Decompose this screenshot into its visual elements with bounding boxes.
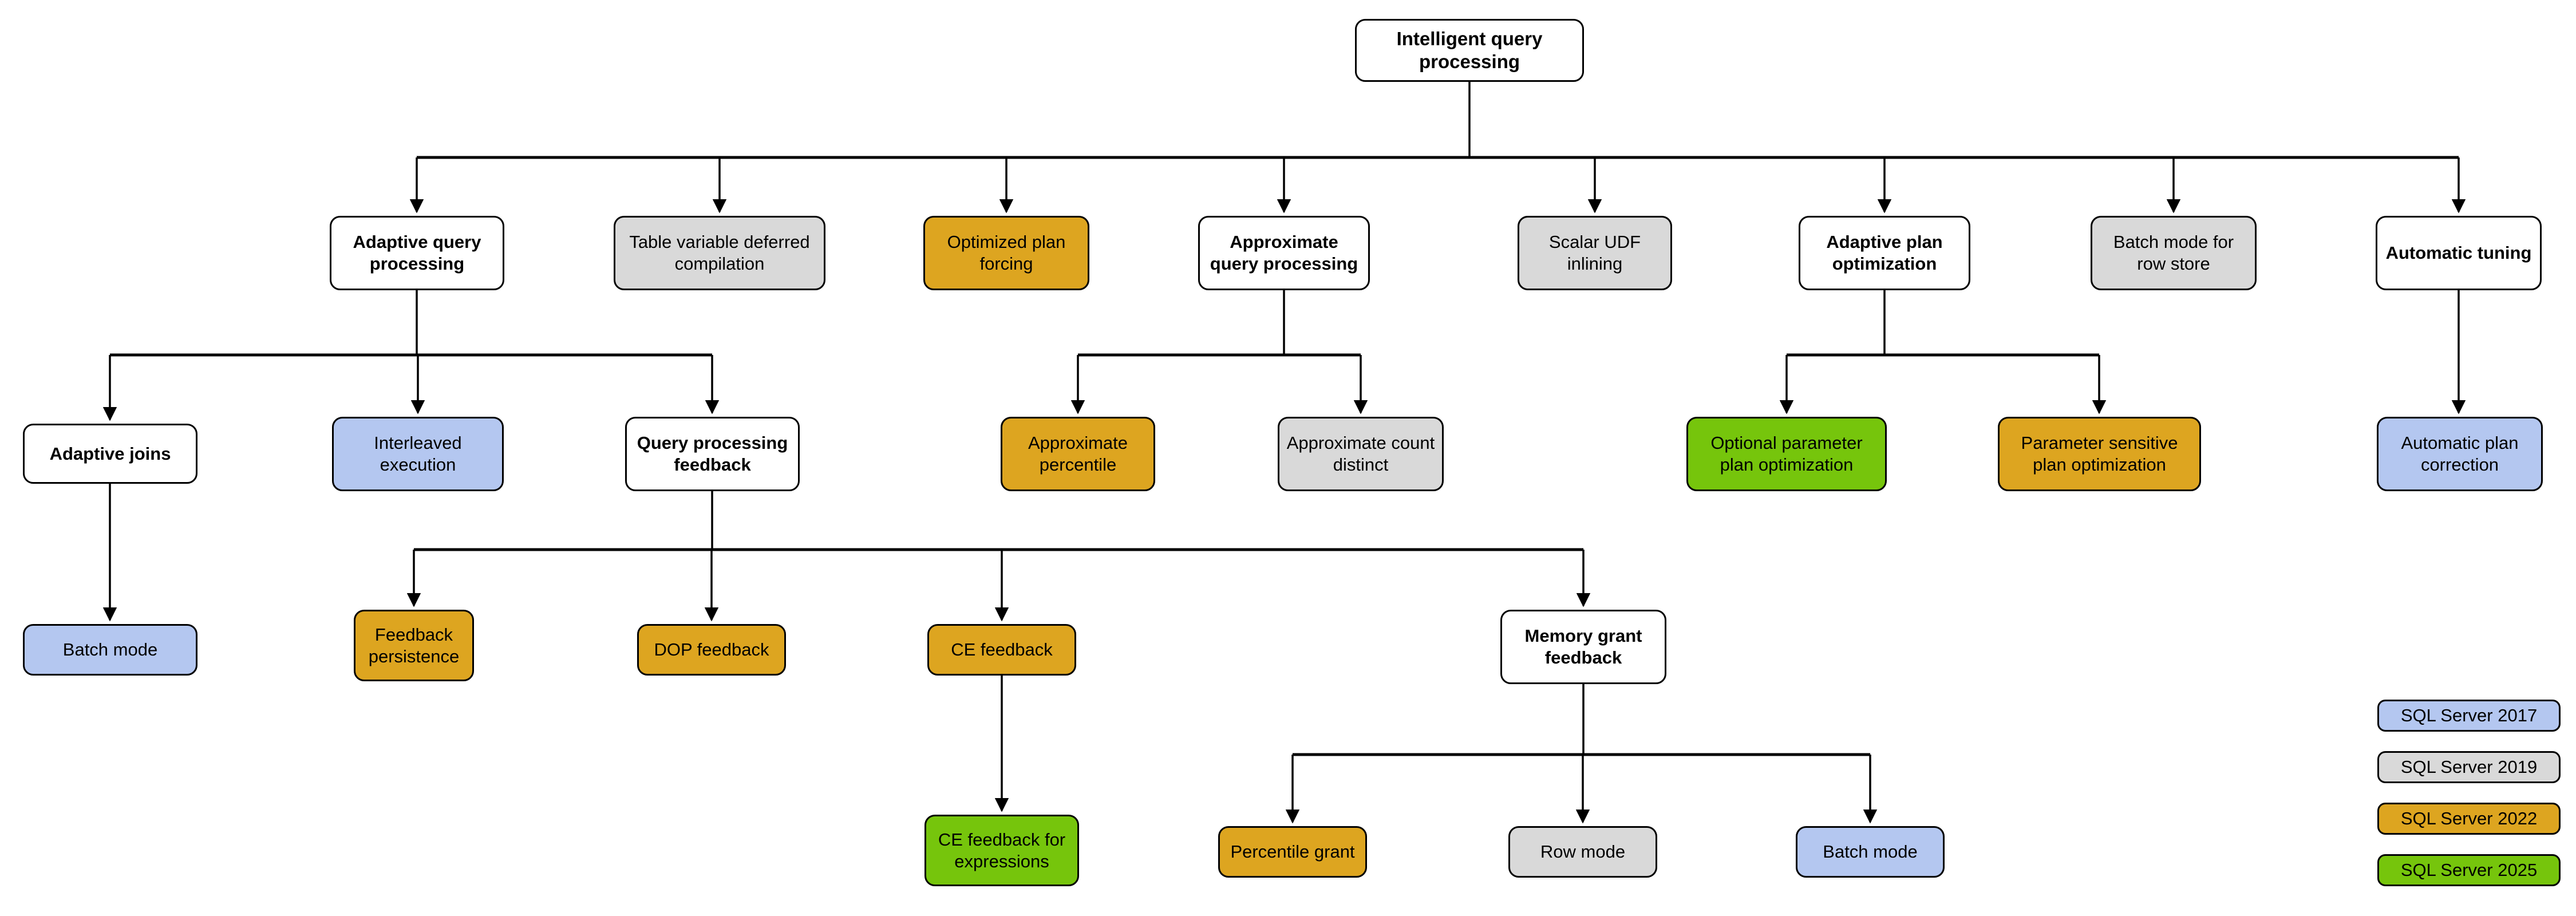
node-pspo[interactable]: Parameter sensitive plan optimization	[1998, 417, 2201, 491]
node-aqp[interactable]: Adaptive query processing	[330, 216, 504, 290]
node-apo[interactable]: Adaptive plan optimization	[1799, 216, 1970, 290]
legend-item-0[interactable]: SQL Server 2017	[2377, 700, 2561, 732]
node-label-apq: Approximate query processing	[1210, 232, 1358, 274]
node-label-fbpersist: Feedback persistence	[368, 624, 460, 666]
node-label-rowmode: Row mode	[1540, 842, 1626, 862]
node-label-sudf: Scalar UDF inlining	[1548, 232, 1641, 274]
node-label-qpf: Query processing feedback	[637, 433, 788, 475]
legend-item-label: SQL Server 2025	[2400, 860, 2538, 880]
node-label-batchmode2: Batch mode	[1823, 842, 1918, 862]
node-rowmode[interactable]: Row mode	[1508, 826, 1657, 878]
node-opf[interactable]: Optimized plan forcing	[923, 216, 1089, 290]
node-label-cefbexpr: CE feedback for expressions	[938, 829, 1066, 871]
node-tvdc[interactable]: Table variable deferred compilation	[614, 216, 825, 290]
node-fbpersist[interactable]: Feedback persistence	[354, 610, 474, 681]
node-batchmode2[interactable]: Batch mode	[1796, 826, 1945, 878]
node-cefbexpr[interactable]: CE feedback for expressions	[924, 815, 1079, 886]
legend-item-1[interactable]: SQL Server 2019	[2377, 751, 2561, 783]
node-apq[interactable]: Approximate query processing	[1198, 216, 1370, 290]
node-apc[interactable]: Automatic plan correction	[2377, 417, 2543, 491]
node-label-apc: Automatic plan correction	[2401, 433, 2519, 475]
node-label-autotune: Automatic tuning	[2385, 243, 2532, 263]
node-approxcd[interactable]: Approximate count distinct	[1278, 417, 1444, 491]
node-qpf[interactable]: Query processing feedback	[625, 417, 800, 491]
legend-item-label: SQL Server 2022	[2400, 808, 2538, 828]
node-label-tvdc: Table variable deferred compilation	[629, 232, 810, 274]
node-label-interleaved: Interleaved execution	[374, 433, 462, 475]
node-label-oppo: Optional parameter plan optimization	[1710, 433, 1863, 475]
node-root[interactable]: Intelligent query processing	[1355, 19, 1584, 82]
node-label-apo: Adaptive plan optimization	[1826, 232, 1943, 274]
node-label-approxcd: Approximate count distinct	[1286, 433, 1435, 475]
node-label-mgf: Memory grant feedback	[1524, 626, 1642, 668]
node-label-opf: Optimized plan forcing	[947, 232, 1066, 274]
node-label-adjoins: Adaptive joins	[49, 443, 171, 464]
node-pctgrant[interactable]: Percentile grant	[1218, 826, 1367, 878]
node-autotune[interactable]: Automatic tuning	[2376, 216, 2542, 290]
node-interleaved[interactable]: Interleaved execution	[332, 417, 504, 491]
node-adjoins[interactable]: Adaptive joins	[23, 424, 197, 484]
node-dopfb[interactable]: DOP feedback	[637, 624, 786, 676]
legend-item-2[interactable]: SQL Server 2022	[2377, 803, 2561, 835]
node-mgf[interactable]: Memory grant feedback	[1500, 610, 1666, 684]
node-label-pspo: Parameter sensitive plan optimization	[2021, 433, 2178, 475]
node-sudf[interactable]: Scalar UDF inlining	[1518, 216, 1672, 290]
node-batchmode1[interactable]: Batch mode	[23, 624, 197, 676]
node-label-dopfb: DOP feedback	[654, 639, 769, 660]
node-cefb[interactable]: CE feedback	[927, 624, 1076, 676]
node-label-batchmode1: Batch mode	[62, 639, 158, 660]
node-label-approxpct: Approximate percentile	[1028, 433, 1128, 475]
legend-item-label: SQL Server 2017	[2400, 705, 2538, 725]
node-oppo[interactable]: Optional parameter plan optimization	[1686, 417, 1887, 491]
node-label-bmrs: Batch mode for row store	[2113, 232, 2234, 274]
node-approxpct[interactable]: Approximate percentile	[1001, 417, 1155, 491]
node-bmrs[interactable]: Batch mode for row store	[2091, 216, 2257, 290]
node-label-pctgrant: Percentile grant	[1230, 842, 1355, 862]
node-label-root: Intelligent query processing	[1396, 27, 1543, 72]
legend-item-3[interactable]: SQL Server 2025	[2377, 854, 2561, 886]
node-label-cefb: CE feedback	[951, 639, 1053, 660]
legend-item-label: SQL Server 2019	[2400, 757, 2538, 777]
node-label-aqp: Adaptive query processing	[353, 232, 481, 274]
